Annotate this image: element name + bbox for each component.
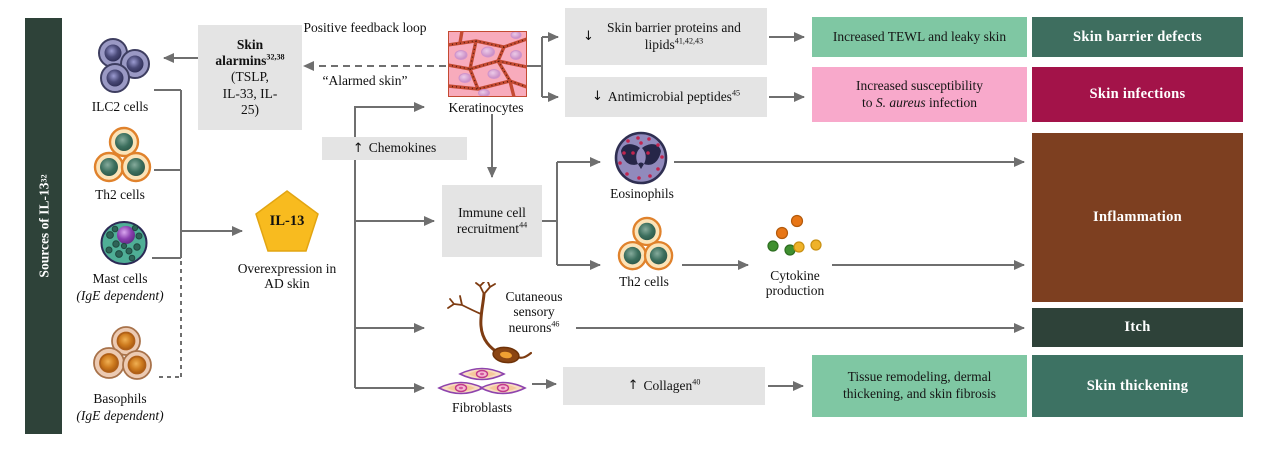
inflammation-label: Inflammation [1093, 209, 1182, 225]
dashed-basophils-link [159, 258, 182, 378]
tissue-remodeling-box: Tissue remodeling, dermal thickening, an… [812, 355, 1027, 417]
tewl-box: Increased TEWL and leaky skin [812, 17, 1027, 57]
down-arrow-icon: ↓ [583, 28, 594, 44]
outcome-skin-thickening: Skin thickening [1032, 355, 1243, 417]
collagen-box: ↑ Collagen40 [563, 367, 765, 405]
tewl-label: Increased TEWL and leaky skin [832, 28, 1007, 44]
chemokines-box: ↑ Chemokines [322, 137, 467, 160]
itch-label: Itch [1124, 319, 1151, 335]
staph-susceptibility-box: Increased susceptibility to S. aureus in… [812, 67, 1027, 122]
positive-feedback-label: Positive feedback loop [303, 20, 427, 35]
skin-infections-label: Skin infections [1089, 86, 1186, 102]
basophils-label: Basophils [93, 391, 147, 406]
trunk-main [354, 102, 425, 388]
alarmed-skin-label: “Alarmed skin” [322, 73, 408, 88]
outcome-itch: Itch [1032, 308, 1243, 347]
barrier-proteins-label: Skin barrier proteins and lipids41,42,43 [607, 20, 741, 52]
up-arrow-icon: ↑ [627, 378, 639, 394]
mast-cells-label: Mast cells [92, 271, 148, 286]
skin-thickening-label: Skin thickening [1086, 377, 1189, 394]
cytokine-dots-icon [767, 214, 822, 256]
immune-recruitment-box: Immune cell recruitment44 [442, 185, 542, 257]
fibroblasts-icon [437, 367, 527, 395]
sensory-neurons-label: Cutaneous sensory neurons46 [505, 289, 563, 335]
th2-cells-downstream-icon [617, 216, 674, 271]
chemokines-label: Chemokines [368, 140, 437, 156]
ilc2-cells-label: ILC2 cells [91, 99, 149, 114]
skin-barrier-defects-label: Skin barrier defects [1073, 28, 1202, 45]
skin-alarmins-mediators: (TSLP, IL-33, IL-25) [222, 69, 278, 117]
sensory-neuron-icon [447, 282, 532, 364]
collagen-label: Collagen40 [643, 377, 701, 393]
mast-cells-ige-label: (IgE dependent) [76, 288, 164, 303]
staph-line1: Increased susceptibility [855, 77, 984, 93]
th2-cells-downstream-label: Th2 cells [619, 274, 669, 289]
antimicrobial-peptides-box: ↓ Antimicrobial peptides45 [565, 77, 767, 117]
immune-recruitment-label: Immune cell recruitment44 [456, 204, 528, 236]
skin-alarmins-box: Skin alarmins32,38 (TSLP, IL-33, IL-25) [198, 25, 302, 130]
outcome-skin-infections: Skin infections [1032, 67, 1243, 122]
keratinocytes-icon [448, 31, 527, 97]
basophils-ige-label: (IgE dependent) [76, 408, 164, 423]
tissue-remodeling-label: Tissue remodeling, dermal thickening, an… [843, 369, 996, 401]
il13-pentagon-icon [255, 190, 319, 252]
barrier-proteins-box: ↓ Skin barrier proteins and lipids41,42,… [565, 8, 767, 65]
down-arrow-icon: ↓ [591, 89, 603, 105]
staph-line2: to S. aureus infection [862, 94, 977, 110]
split-immune-right [542, 162, 558, 265]
outcome-inflammation: Inflammation [1032, 133, 1243, 302]
split-keratinocytes-right [527, 37, 543, 97]
up-arrow-icon: ↑ [352, 140, 364, 156]
keratinocytes-label: Keratinocytes [448, 100, 524, 115]
eosinophil-icon [614, 131, 668, 185]
th2-cells-label: Th2 cells [95, 187, 145, 202]
fibroblasts-label: Fibroblasts [451, 400, 512, 415]
trunk-source-cells [152, 89, 182, 259]
mast-cell-icon [100, 221, 148, 265]
cytokine-production-label: Cytokine production [765, 268, 825, 299]
basophils-icon [93, 326, 152, 380]
ilc2-cells-icon [98, 38, 150, 93]
th2-cells-icon [93, 126, 152, 183]
il13-label: IL-13 [269, 213, 305, 229]
skin-alarmins-title: Skin alarmins32,38 [215, 37, 285, 69]
antimicrobial-peptides-label: Antimicrobial peptides45 [607, 88, 741, 104]
outcome-skin-barrier-defects: Skin barrier defects [1032, 17, 1243, 57]
il13-caption: Overexpression in AD skin [237, 261, 337, 292]
eosinophils-label: Eosinophils [610, 186, 674, 201]
